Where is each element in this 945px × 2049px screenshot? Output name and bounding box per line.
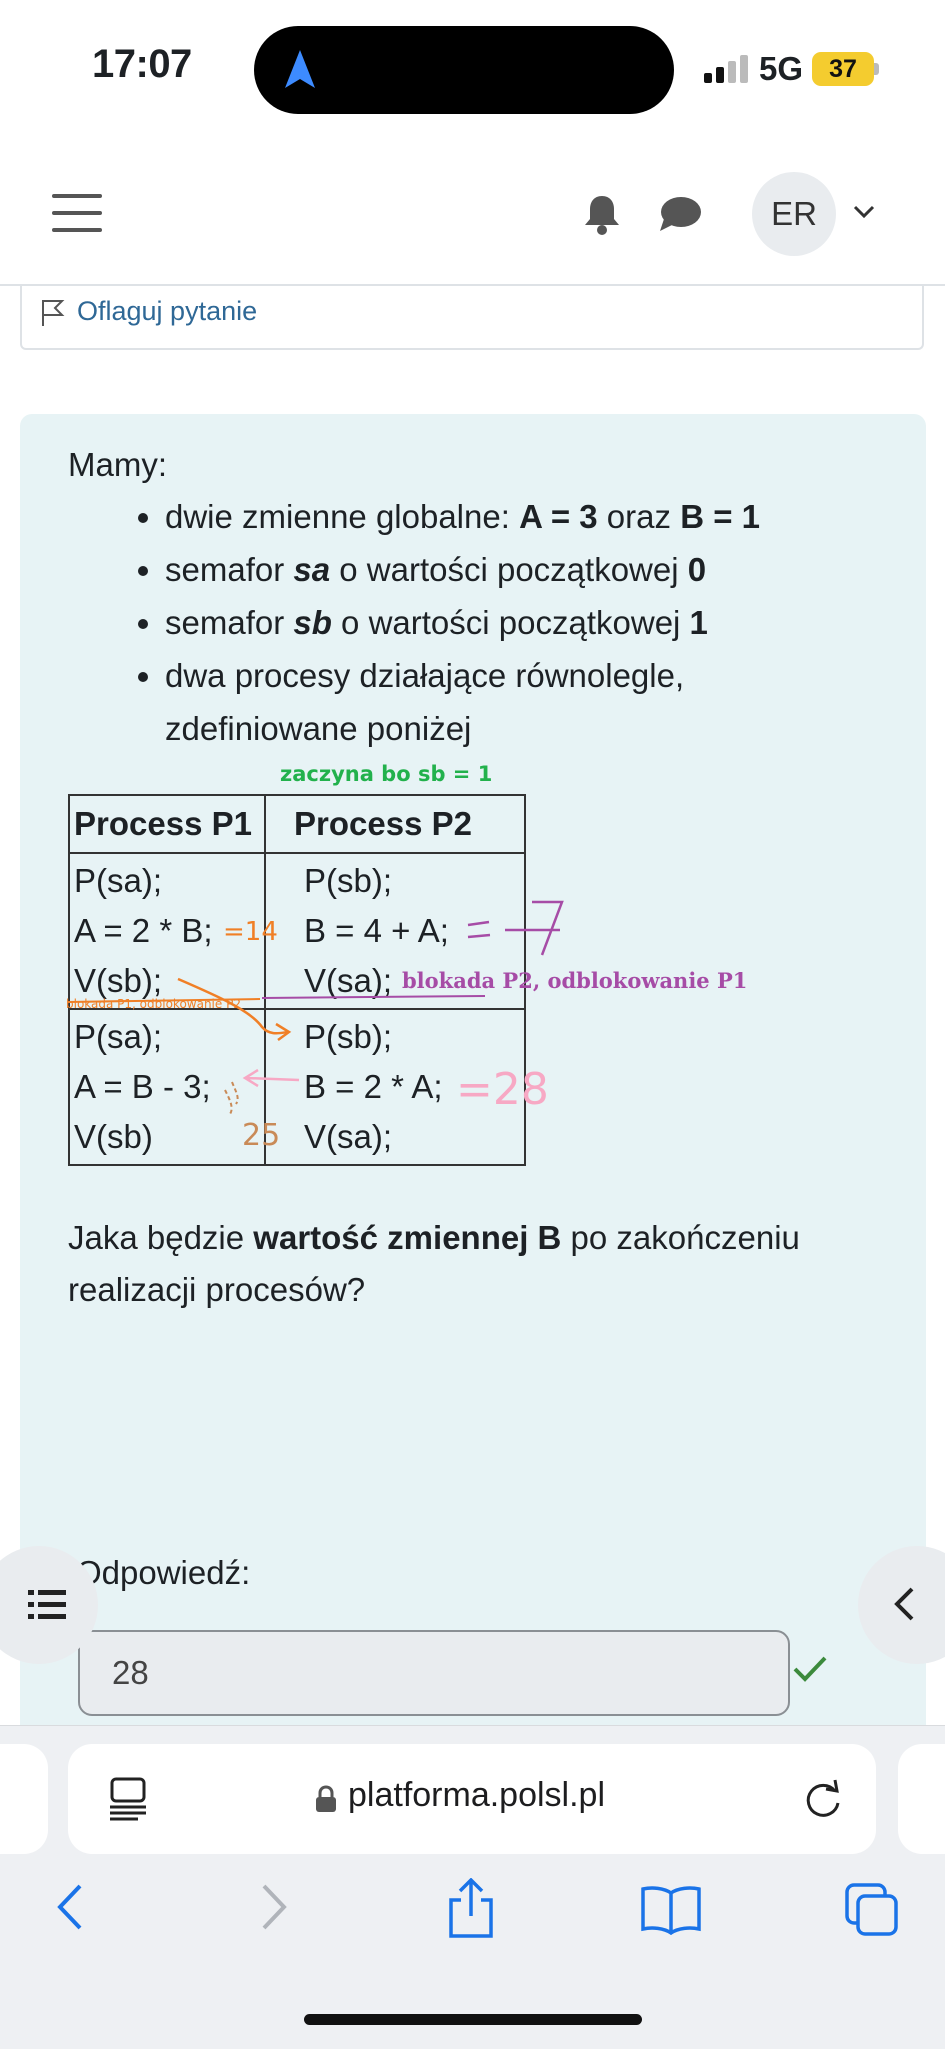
header-p2: Process P2 — [264, 794, 526, 854]
tabs-icon[interactable] — [844, 1882, 900, 1938]
header-p1: Process P1 — [68, 794, 266, 854]
answer-input[interactable]: 28 — [78, 1630, 790, 1716]
flag-icon[interactable] — [40, 298, 66, 328]
navigation-arrow-icon — [285, 50, 315, 88]
next-tab-preview[interactable] — [898, 1744, 945, 1854]
process-table: Process P1 Process P2 P(sa); A = 2 * B; … — [68, 794, 526, 1166]
question-bullets: dwie zmienne globalne: A = 3 oraz B = 1 … — [120, 490, 885, 755]
bullet-item: semafor sa o wartości początkowej 0 — [165, 543, 885, 596]
reload-icon[interactable] — [802, 1777, 844, 1821]
home-indicator — [304, 2014, 642, 2025]
bullet-item: semafor sb o wartości początkowej 1 — [165, 596, 885, 649]
question-intro: Mamy: — [68, 446, 167, 483]
signal-icon — [704, 55, 748, 83]
user-avatar[interactable]: ER — [752, 172, 836, 256]
bullet-item: dwie zmienne globalne: A = 3 oraz B = 1 — [165, 490, 885, 543]
drawer-toggle-button[interactable] — [858, 1546, 945, 1664]
reader-icon[interactable] — [108, 1777, 148, 1821]
bullet-item: dwa procesy działające równolegle, zdefi… — [165, 649, 885, 755]
chat-icon[interactable] — [658, 195, 702, 233]
address-bar[interactable] — [68, 1744, 876, 1854]
question-prompt: Jaka będzie wartość zmiennej B po zakońc… — [68, 1219, 800, 1308]
svg-text:=14: =14 — [223, 917, 278, 947]
p1-block-1: P(sa); A = 2 * B; V(sb); — [68, 852, 266, 1010]
back-icon[interactable] — [52, 1882, 86, 1932]
annotation-purple: blokada P2, odblokowanie P1 — [402, 968, 748, 993]
annotation-green: zaczyna bo sb = 1 — [280, 762, 493, 786]
bell-icon[interactable] — [582, 193, 622, 235]
status-time: 17:07 — [92, 42, 192, 86]
header-divider — [0, 284, 945, 286]
handwritten-annotations: =14 =28 25 — [67, 900, 564, 1153]
p2-block-2: P(sb); B = 2 * A; V(sa); — [264, 1008, 526, 1166]
bookmarks-icon[interactable] — [640, 1885, 702, 1935]
p2-block-1: P(sb); B = 4 + A; V(sa); — [264, 852, 526, 1010]
menu-icon[interactable] — [52, 194, 102, 232]
battery-cap — [874, 63, 879, 75]
list-icon — [28, 1590, 66, 1619]
question-info-card — [20, 284, 924, 350]
url-text[interactable]: platforma.polsl.pl — [348, 1776, 606, 1814]
forward-icon[interactable] — [258, 1882, 292, 1932]
battery-indicator: 37 — [812, 52, 874, 86]
answer-label: Odpowiedź: — [76, 1554, 251, 1591]
share-icon[interactable] — [445, 1878, 497, 1938]
svg-text:25: 25 — [242, 1118, 280, 1153]
svg-text:=28: =28 — [456, 1064, 549, 1115]
p1-block-2: P(sa); A = B - 3; V(sb) — [68, 1008, 266, 1166]
previous-tab-preview[interactable] — [0, 1744, 48, 1854]
lock-icon — [316, 1785, 336, 1812]
annotation-orange: blokada P1, odblokowanie P2 — [66, 997, 241, 1011]
flag-question-link[interactable]: Oflaguj pytanie — [77, 296, 258, 326]
network-type: 5G — [759, 50, 804, 87]
dynamic-island — [254, 26, 674, 114]
question-nav-button[interactable] — [0, 1546, 98, 1664]
chevron-left-icon — [894, 1587, 914, 1621]
chevron-down-icon[interactable] — [852, 202, 876, 222]
correct-check-icon — [793, 1656, 827, 1682]
